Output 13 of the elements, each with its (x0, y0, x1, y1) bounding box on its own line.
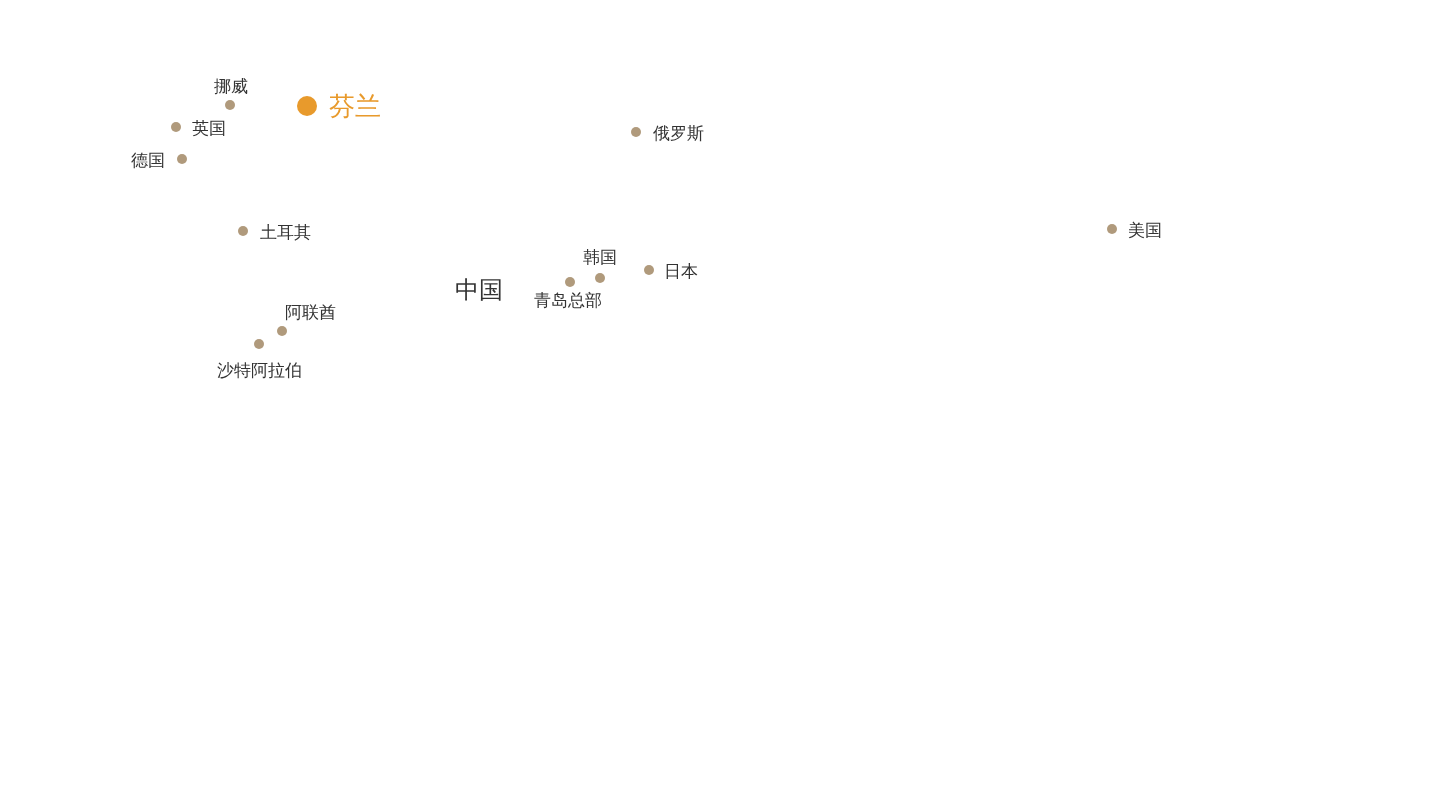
place-name: 青岛总部 (534, 288, 602, 312)
place-name: 德国 (131, 148, 165, 172)
place-name: 阿联酋 (284, 300, 336, 324)
place-name: 英国 (192, 116, 226, 140)
place-name: 芬兰 (329, 89, 381, 123)
place-name: 挪威 (214, 74, 248, 98)
place-name: 日本 (664, 259, 698, 283)
place-name: 韩国 (583, 245, 617, 269)
place-name: 美国 (1128, 218, 1162, 242)
place-name: 沙特阿拉伯 (216, 358, 302, 382)
place-name: 土耳其 (259, 220, 311, 244)
place-name: 俄罗斯 (652, 121, 704, 145)
country-name: 中国 (455, 275, 503, 306)
